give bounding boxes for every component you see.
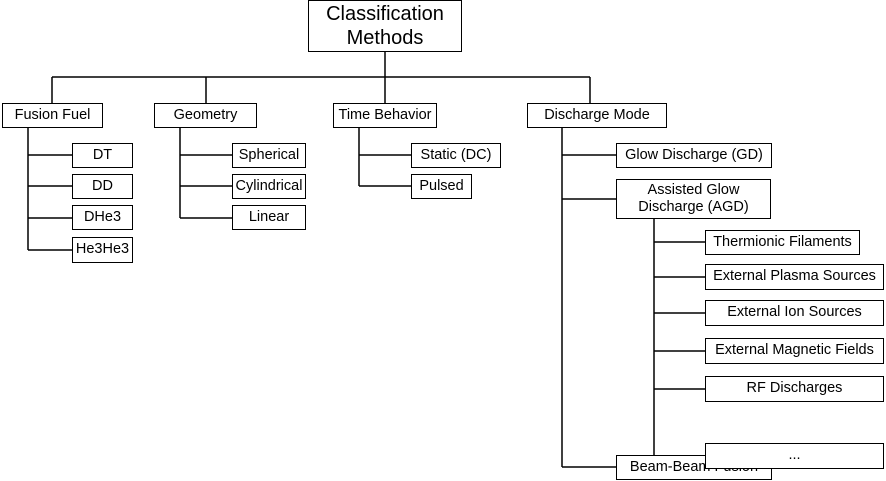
category-geometry: Geometry (154, 103, 257, 128)
agd-item-external-ion-sources: External Ion Sources (705, 300, 884, 326)
agd-item-ellipsis: ... (705, 443, 884, 469)
time-item-pulsed: Pulsed (411, 174, 472, 199)
time-item-static-dc: Static (DC) (411, 143, 501, 168)
category-fusion-fuel: Fusion Fuel (2, 103, 103, 128)
fuel-item-dd: DD (72, 174, 133, 199)
geometry-item-linear: Linear (232, 205, 306, 230)
root-node-classification-methods: Classification Methods (308, 0, 462, 52)
discharge-item-glow-discharge: Glow Discharge (GD) (616, 143, 772, 168)
category-time-behavior: Time Behavior (333, 103, 437, 128)
fuel-item-dt: DT (72, 143, 133, 168)
agd-item-external-magnetic-fields: External Magnetic Fields (705, 338, 884, 364)
fuel-item-dhe3: DHe3 (72, 205, 133, 230)
agd-item-external-plasma-sources: External Plasma Sources (705, 264, 884, 290)
discharge-item-assisted-glow-discharge: Assisted Glow Discharge (AGD) (616, 179, 771, 219)
geometry-item-cylindrical: Cylindrical (232, 174, 306, 199)
agd-item-rf-discharges: RF Discharges (705, 376, 884, 402)
fuel-item-he3he3: He3He3 (72, 237, 133, 263)
geometry-item-spherical: Spherical (232, 143, 306, 168)
agd-item-thermionic-filaments: Thermionic Filaments (705, 230, 860, 255)
category-discharge-mode: Discharge Mode (527, 103, 667, 128)
